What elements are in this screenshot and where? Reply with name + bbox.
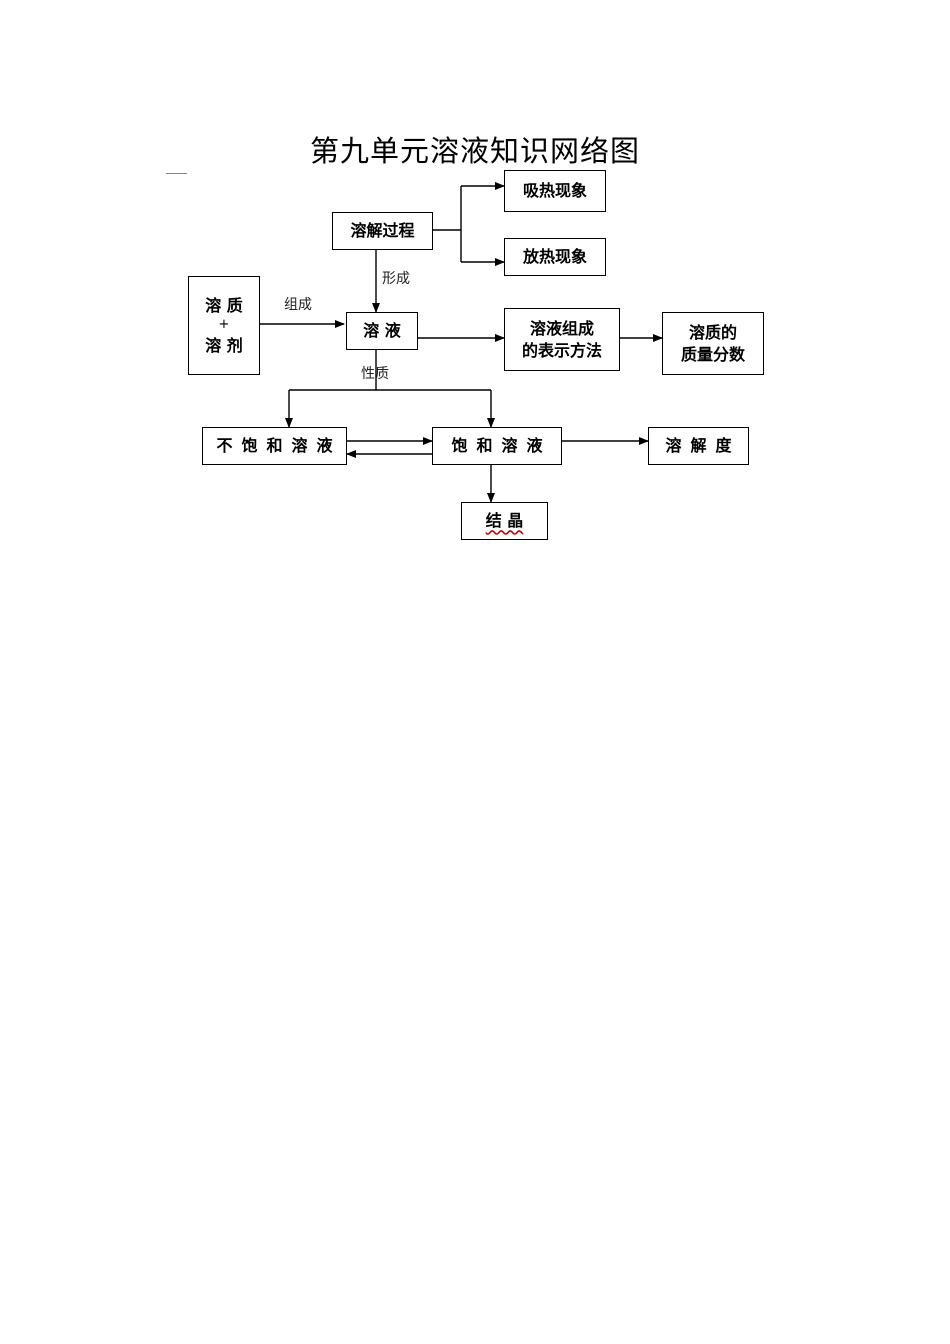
node-saturated-text: 饱和溶液 xyxy=(451,436,552,456)
node-crystallization: 结 晶 xyxy=(461,502,548,540)
header-rule xyxy=(166,173,187,174)
node-saturated-solution: 饱和溶液 xyxy=(432,427,562,465)
plus-sign: + xyxy=(218,317,230,333)
node-solubility-text: 溶解度 xyxy=(665,436,741,456)
node-exothermic-text: 放热现象 xyxy=(522,247,587,267)
node-endothermic: 吸热现象 xyxy=(504,170,606,212)
node-dissolution-process: 溶解过程 xyxy=(332,212,433,250)
label-forms: 形成 xyxy=(382,271,410,287)
node-composition-line1: 溶液组成 xyxy=(529,318,594,338)
node-solution-text: 溶 液 xyxy=(363,321,401,341)
node-dissolution-process-text: 溶解过程 xyxy=(350,221,415,241)
node-composition-representation: 溶液组成 的表示方法 xyxy=(504,308,620,371)
node-unsaturated-solution: 不饱和溶液 xyxy=(202,427,347,465)
node-solute-plus-solvent: 溶 质 + 溶 剂 xyxy=(188,276,260,375)
node-unsaturated-text: 不饱和溶液 xyxy=(216,436,342,456)
label-composes: 组成 xyxy=(284,297,312,313)
node-exothermic: 放热现象 xyxy=(504,238,606,276)
node-mass-fraction-line2: 质量分数 xyxy=(680,344,745,364)
node-solution: 溶 液 xyxy=(346,312,418,350)
node-mass-fraction-line1: 溶质的 xyxy=(688,322,737,342)
node-endothermic-text: 吸热现象 xyxy=(522,181,587,201)
node-solute-text: 溶 质 xyxy=(205,295,243,315)
node-solubility: 溶解度 xyxy=(648,427,749,465)
node-solvent-text: 溶 剂 xyxy=(205,335,243,355)
node-composition-line2: 的表示方法 xyxy=(521,340,602,360)
label-properties: 性质 xyxy=(361,366,389,382)
node-crystallization-text: 结 晶 xyxy=(485,511,524,531)
page-title: 第九单元溶液知识网络图 xyxy=(309,134,640,168)
node-mass-fraction: 溶质的 质量分数 xyxy=(662,312,764,375)
